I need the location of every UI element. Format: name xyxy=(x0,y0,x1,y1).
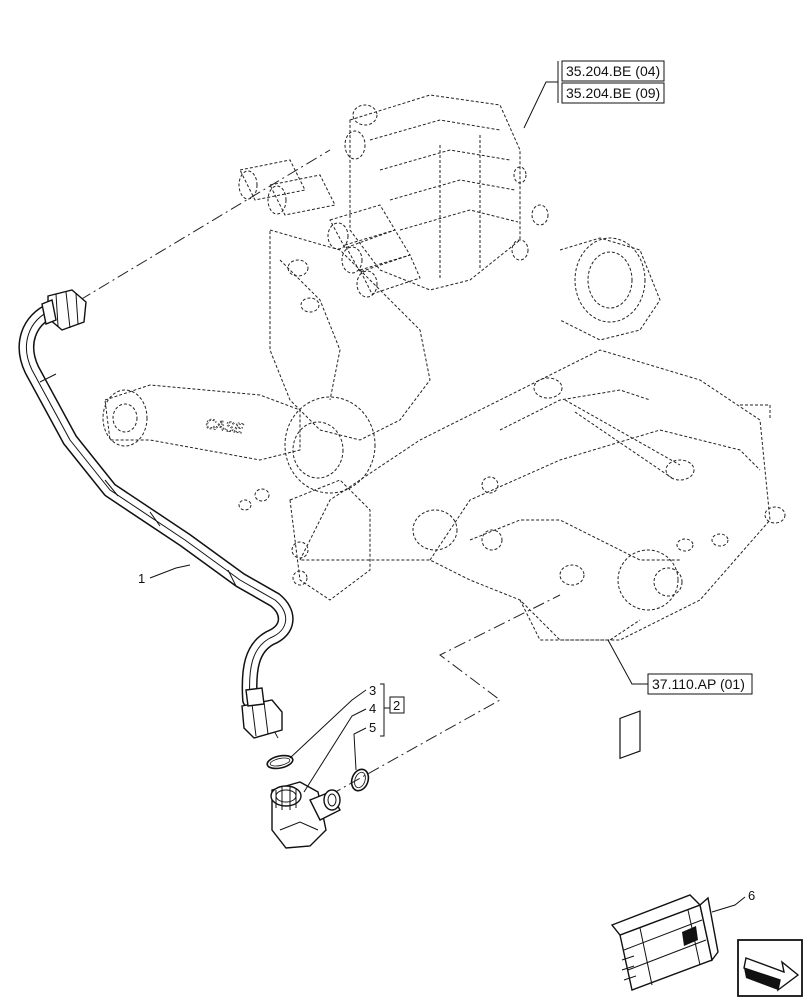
service-kit-box-icon xyxy=(610,710,719,991)
alignment-centerlines xyxy=(79,149,561,796)
callout-1-leader xyxy=(149,564,191,579)
svg-text:35.204.BE (04): 35.204.BE (04) xyxy=(566,63,660,79)
callout-5-leader xyxy=(353,727,367,771)
hydraulic-pipe xyxy=(18,289,294,739)
callout-5: 5 xyxy=(369,720,376,735)
o-ring-item-5 xyxy=(350,768,370,792)
callout-3-leader xyxy=(289,689,367,759)
callout-1: 1 xyxy=(138,571,145,586)
ref-box-35-204-be-04[interactable]: 35.204.BE (04) xyxy=(561,60,665,82)
group-bracket xyxy=(380,683,390,737)
ref-leader-37-110 xyxy=(607,639,648,685)
elbow-fitting xyxy=(270,781,341,849)
callout-4: 4 xyxy=(369,701,376,716)
svg-text:37.110.AP (01): 37.110.AP (01) xyxy=(652,676,745,692)
callout-6-leader xyxy=(711,896,746,913)
svg-text:35.204.BE (09): 35.204.BE (09) xyxy=(566,85,660,101)
rear-axle-housing xyxy=(102,94,786,641)
callout-3: 3 xyxy=(369,683,376,698)
o-ring-item-3 xyxy=(266,754,294,770)
ref-leader-35-204 xyxy=(523,61,559,129)
callout-2-box: 2 xyxy=(389,696,405,714)
ref-box-37-110-ap-01[interactable]: 37.110.AP (01) xyxy=(647,673,753,695)
casting-logo: CASE xyxy=(205,415,246,436)
callout-4-leader xyxy=(303,708,367,793)
svg-text:2: 2 xyxy=(393,698,400,713)
ref-box-35-204-be-09[interactable]: 35.204.BE (09) xyxy=(561,82,665,104)
callout-6: 6 xyxy=(748,888,755,903)
next-page-arrow-icon[interactable] xyxy=(737,939,803,997)
